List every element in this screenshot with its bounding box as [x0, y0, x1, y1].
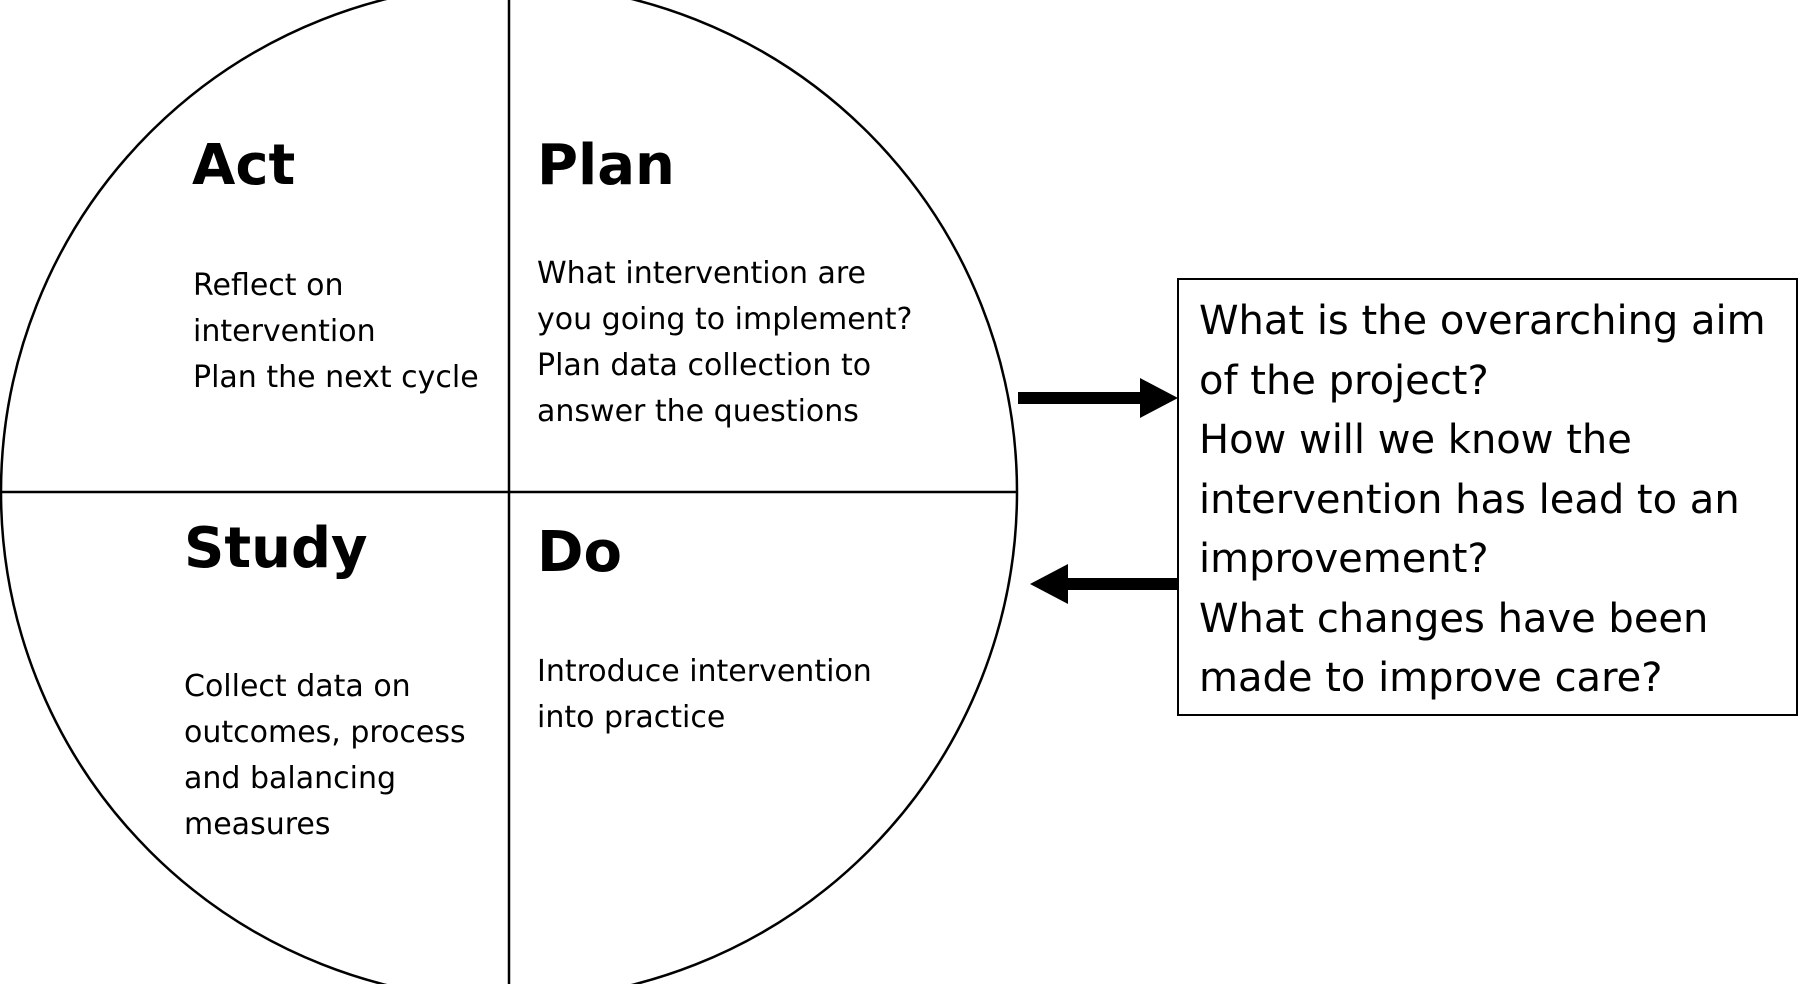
plan-description: What intervention are you going to imple… [537, 251, 912, 435]
arrow-left-icon [1030, 564, 1177, 604]
question-line: of the project? [1199, 357, 1489, 404]
plan-line: you going to implement? [537, 302, 913, 337]
act-description: Reflect on intervention Plan the next cy… [193, 263, 479, 401]
question-line: improvement? [1199, 536, 1489, 582]
study-description: Collect data on outcomes, process and ba… [184, 664, 466, 848]
question-line: How will we know the [1199, 417, 1632, 463]
study-heading: Study [184, 516, 368, 581]
plan-line: What intervention are [537, 256, 867, 291]
arrow-right-icon [1018, 378, 1178, 418]
act-line: intervention [193, 314, 376, 349]
study-line: and balancing [184, 761, 397, 796]
question-line: What changes have been [1199, 595, 1709, 642]
do-description: Introduce intervention into practice [537, 649, 872, 741]
act-line: Reflect on [193, 268, 344, 303]
plan-line: Plan data collection to [537, 348, 872, 383]
plan-line: answer the questions [537, 394, 859, 429]
do-heading: Do [537, 520, 622, 585]
study-line: Collect data on [184, 669, 411, 704]
question-line: What is the overarching aim [1199, 298, 1766, 344]
question-text: What is the overarching aim of the proje… [1199, 292, 1766, 709]
do-line: Introduce intervention [537, 654, 872, 689]
plan-heading: Plan [537, 133, 675, 198]
do-line: into practice [537, 700, 726, 735]
study-line: outcomes, process [184, 715, 466, 750]
question-box: What is the overarching aim of the proje… [1177, 278, 1798, 716]
act-line: Plan the next cycle [193, 360, 479, 395]
question-line: intervention has lead to an [1199, 476, 1740, 523]
study-line: measures [184, 807, 331, 842]
question-line: made to improve care? [1199, 655, 1663, 701]
act-heading: Act [192, 133, 296, 198]
